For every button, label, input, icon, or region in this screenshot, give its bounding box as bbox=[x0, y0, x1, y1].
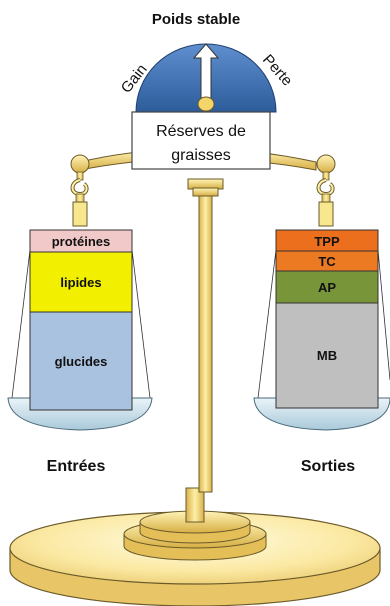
block-lipides-label: lipides bbox=[60, 275, 101, 290]
block-glucides bbox=[29, 311, 133, 411]
outputs-stack: TPP TC AP MB bbox=[275, 229, 379, 409]
inputs-stack: protéines lipides glucides bbox=[29, 229, 133, 411]
scale-base bbox=[9, 487, 381, 606]
block-mb bbox=[275, 302, 379, 409]
left-hanger bbox=[70, 171, 89, 227]
block-tpp-label: TPP bbox=[314, 234, 340, 249]
title: Poids stable bbox=[152, 11, 240, 28]
block-glucides-label: glucides bbox=[55, 354, 108, 369]
reserve-line-2: graisses bbox=[171, 147, 231, 164]
reserve-line-1: Réserves de bbox=[156, 123, 246, 140]
fat-reserves-box: Réserves de graisses bbox=[131, 111, 271, 170]
inputs-label: Entrées bbox=[47, 458, 106, 475]
weight-gauge bbox=[135, 43, 277, 113]
block-ap bbox=[275, 270, 379, 304]
pan-strings bbox=[11, 249, 390, 399]
block-tc-label: TC bbox=[318, 254, 336, 269]
up-arrow-icon bbox=[192, 43, 220, 101]
right-hanger bbox=[316, 171, 335, 227]
scale-pole bbox=[187, 178, 224, 493]
block-lipides bbox=[29, 251, 133, 313]
outputs-label: Sorties bbox=[301, 458, 355, 475]
block-mb-label: MB bbox=[317, 348, 337, 363]
block-ap-label: AP bbox=[318, 280, 336, 295]
block-proteines-label: protéines bbox=[52, 234, 111, 249]
